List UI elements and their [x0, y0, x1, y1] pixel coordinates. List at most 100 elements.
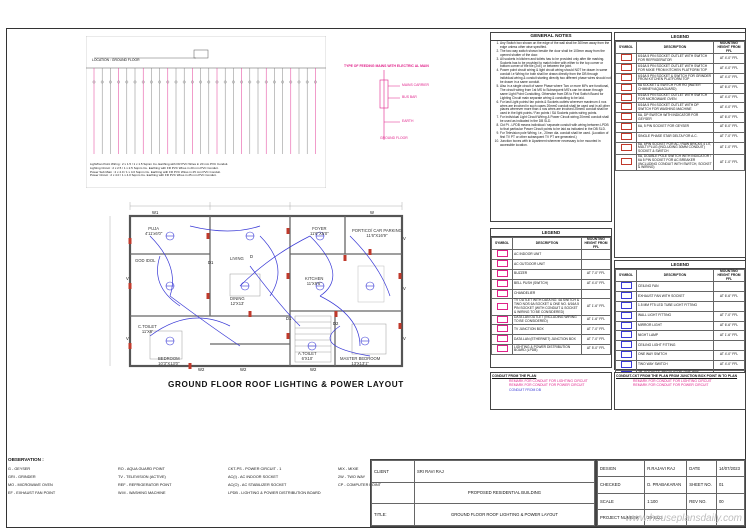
sld-breaker-icon [141, 80, 145, 84]
legend-sockets-header-symbol: SYMBOL [615, 40, 637, 55]
legend-description: 6/16A 5 PIN SOCKET OUTLET WITH SWITCH FO… [636, 92, 714, 104]
switch-board-icon [334, 311, 338, 317]
legend-description: 6/16A 5 PIN SOCKET OUTLET WITH SWITCH FO… [636, 53, 714, 65]
observation-item: CKT-PS - POWER CIRCUIT - 1 [228, 467, 282, 471]
legend-height: AT 4'-0" FFL [713, 92, 745, 104]
legend-description: AC OUTDOOR UNIT [512, 259, 582, 270]
observation-item: MIX - MIXIE [338, 467, 359, 471]
legend-height [713, 340, 745, 351]
legend-height: AT 6'-0" FFL [713, 82, 745, 94]
legend-equipment-header-symbol: SYMBOL [491, 236, 513, 251]
legend-description: NIGHT LAMP [636, 330, 714, 342]
sld-breaker-icon [223, 80, 227, 84]
legend-sockets-table: SYMBOL DESCRIPTION MOUNTING HEIGHT FROM … [615, 40, 745, 172]
switch-board-icon [343, 255, 347, 261]
legend-symbol [615, 300, 637, 312]
title-block-cell: DESIGN [596, 459, 646, 478]
legend-symbol-icon [620, 282, 632, 290]
room-size: 4'11'x6'0" [145, 231, 163, 236]
opening-tag: W [370, 210, 374, 215]
legend-description: MIRROR LIGHT [636, 320, 714, 332]
legend-height: AT 4'-0" FFL [713, 359, 745, 371]
legend-symbol [615, 131, 637, 143]
sld-breaker-icon [305, 80, 309, 84]
legend-description: DATA LAN OUTLET (INCLUDING WIRING TO BE … [512, 314, 582, 326]
legend-sockets-header-description: DESCRIPTION [636, 40, 714, 55]
general-note-item: Junction boxes with in Apartment whereve… [500, 139, 611, 148]
legend-description: EXHAUST FAN WITH SOCKET [636, 291, 714, 302]
legend-symbol [615, 82, 637, 94]
legend-row: AC OUTDOOR UNIT [491, 259, 611, 270]
general-note-item: All sockets in kitchen and toilets has t… [500, 57, 611, 70]
opening-tag: D2 [333, 321, 339, 326]
sld-location: LOCATION : GROUND FLOOR [92, 58, 140, 62]
observation-item: W.M - WASHING MACHINE [118, 491, 166, 495]
sld-note-1: Light/Fan Point Wiring : 2 x 1.5 / 1 x 1… [90, 162, 229, 166]
legend-symbol-icon [620, 321, 632, 329]
legend-height: AT 4'-0" FFL [713, 102, 745, 114]
legend-symbol-icon [620, 360, 632, 368]
switch-board-icon [286, 228, 290, 234]
general-note-item: The two way switch shown beside the door… [500, 49, 611, 58]
legend-height: AT 1'-6" FFL [713, 330, 745, 342]
legend-symbol [615, 72, 637, 84]
legend-row: CEILING FAN [615, 281, 745, 293]
title-label: TITLE: [371, 503, 415, 526]
legend-description: TV OUTLET WITH DATA NO. 4A SWITCH & TWO … [512, 298, 582, 316]
legend-row: 6/16A 5 PIN SOCKET OUTLET WITH SWITCH FO… [615, 53, 745, 65]
legend-equipment-title: LEGEND [491, 229, 611, 237]
legend-description: SINGLE PHASE STAR DELTA FOR A.C. [636, 131, 714, 143]
legend-row: 6/16A 5 PIN SOCKET & SWITCH FOR GRINDER … [615, 72, 745, 84]
legend-symbol [615, 63, 637, 74]
sld-breaker-icon [248, 80, 252, 84]
wire-path [157, 255, 181, 307]
legend-description: TV JUNCTION BOX [512, 324, 582, 336]
legend-symbol [615, 310, 637, 322]
room-name: MASTER BEDROOM [340, 356, 381, 361]
room-name: C.TOILET [138, 324, 157, 329]
sld-breaker-icon [125, 80, 129, 84]
room-label: LIVING [230, 256, 244, 261]
sld-note-2: Lighting Circuit : 2 x 2.5 / 1 x 2.5 Sqm… [90, 165, 219, 170]
general-note-item: For Television pole Wiring, i.e., 20mm d… [500, 131, 611, 140]
riser-label-mains: MAINS CARRIER [402, 83, 429, 87]
legend-symbol [491, 314, 513, 326]
title-block-left: CLIENT SRI RAVI RAJ PROPOSED RESIDENTIAL… [370, 459, 596, 527]
legend-lighting-header-description: DESCRIPTION [636, 268, 714, 283]
legend-description: AC INDOOR UNIT [512, 249, 582, 261]
general-notes-title: GENERAL NOTES [491, 33, 611, 41]
drawing-title: GROUND FLOOR ROOF LIGHTING & POWER LAYOU… [414, 503, 595, 526]
legend-symbol-icon [496, 302, 508, 310]
legend-symbol [615, 121, 637, 133]
legend-symbol-icon [620, 103, 632, 111]
opening-tag: D [250, 254, 254, 259]
legend-description: BUZZER [512, 268, 582, 280]
riser-label-earth: EARTH [402, 119, 414, 123]
switch-board-icon [286, 333, 290, 339]
legend-height: AT 7'-0" FFL [581, 334, 611, 345]
sld-breaker-icon [174, 80, 178, 84]
legend-symbol [615, 349, 637, 361]
observation-item: GRI - GRINDER [8, 475, 36, 479]
legend-symbol-icon [620, 93, 632, 101]
title-block-cell: D. PRABAKARAN [644, 476, 688, 494]
legend-symbol [615, 359, 637, 371]
room-size: 11'X9'6" [306, 281, 322, 286]
legend-height: AT 6'-6" FFL [713, 291, 745, 302]
opening-tag: V [126, 276, 129, 281]
sld-breaker-icon [272, 80, 276, 84]
legend-height: AT 6'-0" FFL [713, 112, 745, 123]
general-note-item: For individual Light Circuit Wiring & Po… [500, 115, 611, 124]
legend-row: SINGLE PHASE STAR DELTA FOR A.C.AT 7'-0"… [615, 131, 745, 143]
observation-item: MO - MICROWAVE OVEN [8, 483, 53, 487]
title-block-cell: PROJECT NUMBER [596, 508, 646, 527]
conduit-left-line-2: REMARK FOR CONDUIT FOR POWER CIRCUIT [509, 383, 585, 388]
